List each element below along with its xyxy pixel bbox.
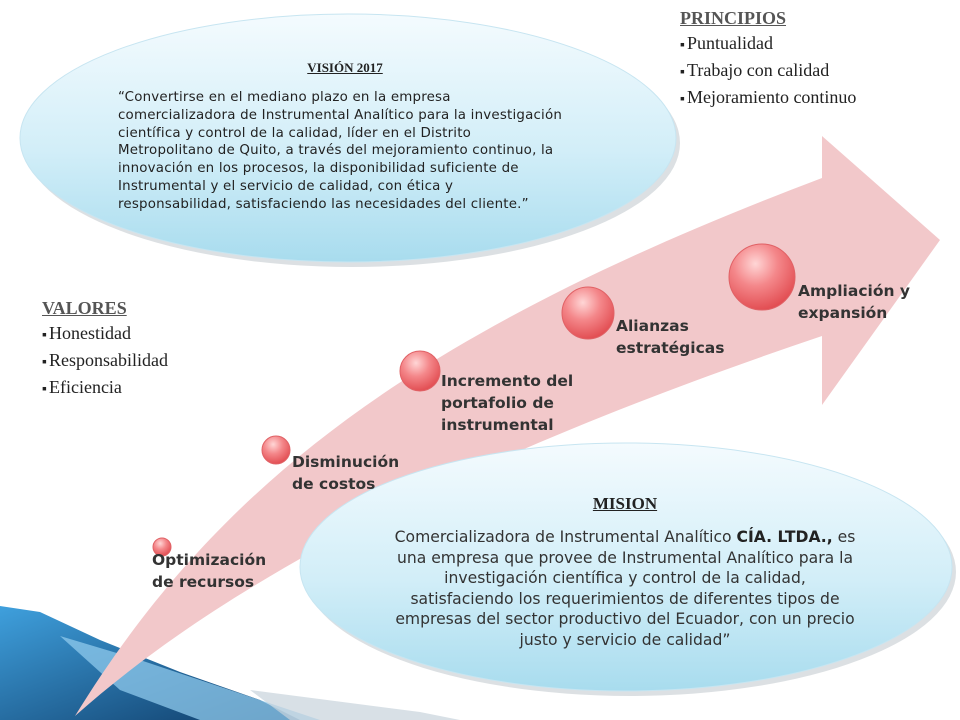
mision-text-company: CÍA. LTDA., [736,528,833,546]
step-circle-5 [728,243,796,311]
mision-ellipse [299,442,953,692]
step-circle-4 [561,286,615,340]
step-label-1: Optimización de recursos [152,551,267,591]
vision-title: VISIÓN 2017 [307,60,383,75]
principios-block: PRINCIPIOS Puntualidad Trabajo con calid… [680,8,856,112]
step-circle-2 [261,435,291,465]
mision-title: MISION [592,494,658,513]
principios-item: Trabajo con calidad [680,58,856,85]
step-label-3: Incremento del portafolio de instrumenta… [441,372,574,434]
valores-item: Honestidad [42,321,168,348]
mision-text-part-c: es una empresa que provee de Instrumenta… [395,528,856,649]
corner-decoration-shadow [250,690,460,720]
principios-item: Mejoramiento continuo [680,85,856,112]
step-label-2: Disminución de costos [292,453,400,493]
valores-item: Responsabilidad [42,348,168,375]
step-label-4: Alianzas estratégicas [616,317,725,357]
step-circle-3 [399,350,441,392]
principios-list: Puntualidad Trabajo con calidad Mejorami… [680,31,856,112]
mision-text-part-a: Comercializadora de Instrumental Analíti… [394,528,737,546]
valores-list: Honestidad Responsabilidad Eficiencia [42,321,168,402]
step-circle-1 [152,537,172,557]
valores-title: VALORES [42,298,127,318]
principios-title: PRINCIPIOS [680,8,787,28]
valores-block: VALORES Honestidad Responsabilidad Efici… [42,298,168,402]
vision-text: “Convertirse en el mediano plazo en la e… [118,90,563,212]
principios-item: Puntualidad [680,31,856,58]
step-label-5: Ampliación y expansión [798,282,911,322]
valores-item: Eficiencia [42,375,168,402]
growth-arrow [75,136,940,716]
vision-ellipse [19,13,677,263]
mision-text: Comercializadora de Instrumental Analíti… [393,527,857,651]
